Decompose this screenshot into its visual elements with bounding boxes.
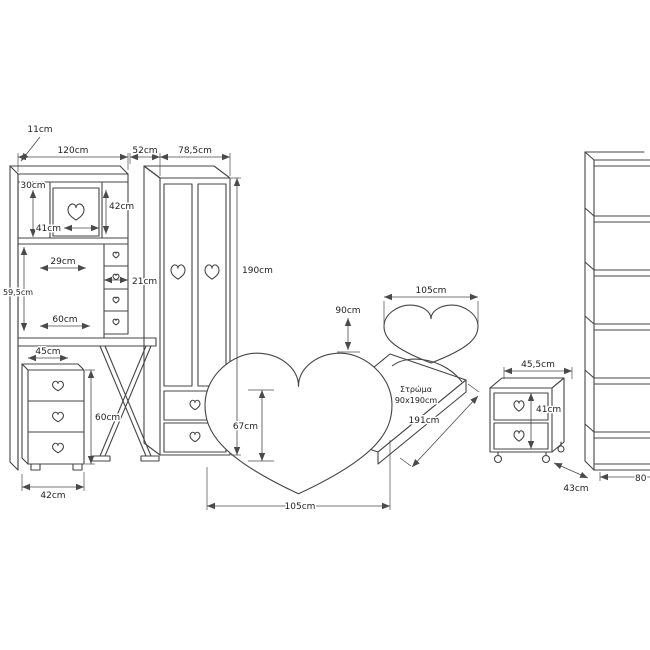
dim-desk-width: 120cm (58, 146, 89, 156)
nightstand-casters (493, 441, 565, 464)
hutch-top (9, 165, 129, 471)
heart-icon (111, 250, 121, 260)
dim-bookcase-width-partial: 80 (635, 474, 647, 484)
wardrobe-side-panel (143, 165, 161, 456)
heart-icon (171, 265, 185, 279)
heart-icon (53, 443, 64, 453)
dim-hutch-height: 30cm (20, 181, 45, 191)
dim-headboard-height: 90cm (335, 306, 360, 316)
wardrobe-left-door (163, 183, 193, 387)
heart-icon (111, 317, 121, 327)
dim-nightstand-depth: 43cm (563, 484, 588, 494)
dim-bed-length: 191cm (409, 416, 440, 426)
wardrobe-body (159, 177, 231, 456)
nightstand-side (551, 377, 565, 453)
dim-mid-height: 59,5cm (3, 288, 33, 297)
dim-headboard-width: 105cm (416, 286, 447, 296)
nightstand (489, 377, 565, 464)
dimension-annotations: 11cm 120cm 30cm 42cm 41cm 29cm 21cm 59,5… (2, 124, 650, 514)
dim-pedestal-width: 42cm (40, 491, 65, 501)
dim-wardrobe-height: 190cm (242, 266, 273, 276)
nightstand-body (489, 387, 553, 453)
dim-wardrobe-depth: 52cm (132, 146, 157, 156)
dim-worktop-depth: 45cm (35, 347, 60, 357)
dim-wardrobe-width: 78,5cm (178, 146, 212, 156)
dim-pedestal-height: 60cm (95, 413, 120, 423)
heart-icon (514, 431, 524, 441)
mattress-label-line2: 90x190cm (395, 396, 438, 405)
hutch-heart-door (52, 187, 100, 237)
mattress-label-line1: Στρώμα (400, 384, 432, 394)
dim-nightstand-height: 41cm (536, 405, 561, 415)
bookcase (584, 151, 650, 471)
heart-icon (111, 272, 121, 282)
dim-desk-top-panel: 11cm (27, 125, 52, 135)
heart-icon (53, 381, 64, 391)
desk-hutch-unit (9, 165, 160, 471)
heart-icon (111, 295, 121, 305)
heart-icon (68, 204, 84, 220)
drawer-pedestal (21, 363, 85, 471)
bed-pillow-line (391, 358, 463, 383)
dim-door-width: 41cm (36, 224, 61, 234)
desk-x-legs (91, 345, 160, 462)
wardrobe-right-door (197, 183, 227, 387)
nightstand-drawer-bottom (493, 422, 549, 450)
nightstand-drawer-top (493, 392, 549, 421)
dim-worktop-width: 60cm (52, 315, 77, 325)
dim-nightstand-width: 45,5cm (521, 360, 555, 370)
desk-top (17, 337, 157, 347)
heart-icon (190, 400, 200, 410)
dim-door-height: 42cm (109, 202, 134, 212)
nightstand-top (489, 377, 565, 389)
bookcase-side-panel (584, 151, 595, 471)
wardrobe-top (143, 165, 231, 179)
bookcase-shelves (584, 165, 650, 465)
dim-footboard-height: 67cm (233, 422, 258, 432)
dim-small-drawer-width: 21cm (132, 277, 157, 287)
dim-footboard-width: 105cm (285, 502, 316, 512)
heart-icon (190, 432, 200, 442)
desk-side-panel (9, 165, 19, 471)
bed-headboard-heart (384, 305, 478, 363)
hutch-small-drawers (103, 243, 129, 339)
heart-icon (53, 412, 64, 422)
heart-icon (514, 401, 524, 411)
dim-shelf-gap: 29cm (50, 257, 75, 267)
heart-icon (205, 265, 219, 279)
